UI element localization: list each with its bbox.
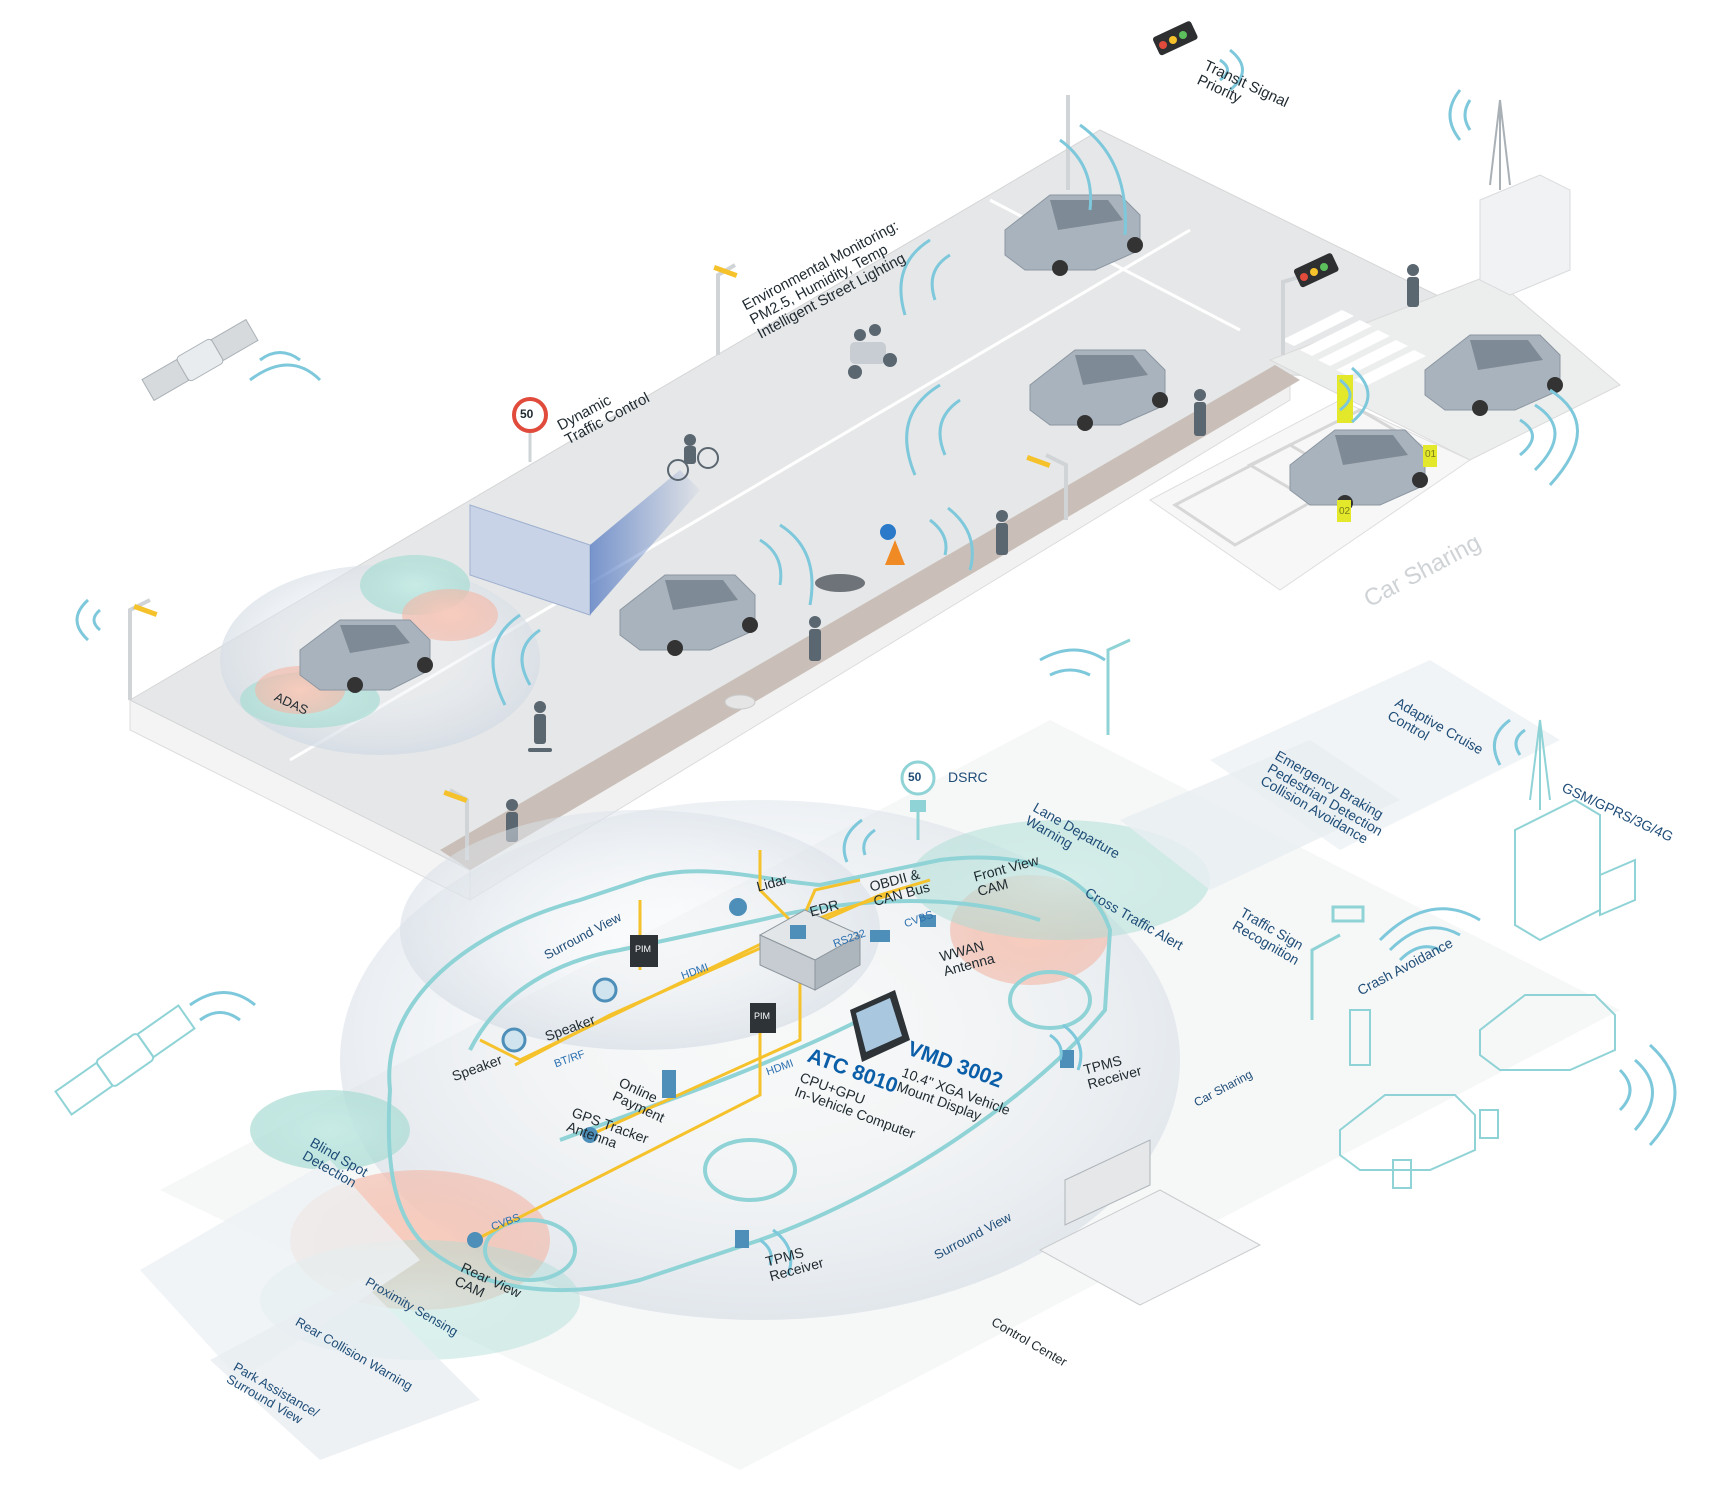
traffic-sign-pole xyxy=(1310,905,1365,1020)
blind-spot-zone xyxy=(250,1090,410,1170)
speed-limit-sign xyxy=(512,397,548,462)
cell-tower-outline xyxy=(1514,719,1636,942)
wireless-waves xyxy=(189,648,1677,1276)
parking-bay-01: 01 xyxy=(1425,449,1437,460)
vehicle-scene xyxy=(54,638,1636,1470)
car xyxy=(1004,194,1143,276)
traffic-light-icon xyxy=(1152,21,1198,56)
ev-charger-outline xyxy=(1349,1009,1499,1189)
dsrc-label: DSRC xyxy=(948,769,988,785)
ev-charger xyxy=(1423,445,1437,467)
dog xyxy=(724,694,756,710)
vmd-3002-display xyxy=(850,990,910,1062)
wireless-waves xyxy=(75,48,1579,706)
sensing-band xyxy=(1120,740,1400,890)
lane-line xyxy=(249,149,1051,621)
pim-unit xyxy=(750,1003,776,1033)
tpms-icon xyxy=(735,1230,749,1248)
obdii-icon xyxy=(870,930,890,942)
traffic-cone xyxy=(880,524,905,565)
pedestrian-with-walker xyxy=(1407,264,1419,307)
ev-charger xyxy=(1337,500,1351,522)
traffic-light-icon xyxy=(1293,253,1339,288)
sidewalk xyxy=(440,365,1300,870)
lidar-icon xyxy=(729,898,747,916)
control-center-icon xyxy=(1038,1139,1262,1306)
tpms-icon xyxy=(1060,1050,1074,1068)
dsrc-sign-value: 50 xyxy=(908,770,922,784)
gps-antenna-icon xyxy=(582,1127,598,1143)
street-scene xyxy=(128,21,1621,901)
shared-car-outline xyxy=(1339,994,1616,1171)
rear-cam-icon xyxy=(467,1232,483,1248)
cyclist xyxy=(667,434,719,481)
pedestrian xyxy=(809,616,821,661)
pedestrian xyxy=(996,510,1008,555)
online-payment-icon xyxy=(662,1070,676,1098)
street-lamp-outline xyxy=(1106,638,1131,735)
dsrc-sign xyxy=(900,760,936,840)
front-cam-icon xyxy=(920,915,936,927)
parking-bay-02: 02 xyxy=(1339,506,1351,517)
car xyxy=(619,574,758,656)
crosswalk xyxy=(1282,310,1426,386)
car xyxy=(299,619,433,693)
pothole xyxy=(815,574,865,592)
adas-zone-red xyxy=(402,589,498,641)
speed-sign-value: 50 xyxy=(520,407,534,421)
edr-icon xyxy=(790,925,806,939)
cell-tower-icon xyxy=(1479,99,1571,296)
lamp-head xyxy=(133,265,1051,803)
speaker-icon xyxy=(592,977,618,1003)
pim-label-2: PIM xyxy=(754,1011,771,1021)
pedestrian xyxy=(528,701,552,752)
car xyxy=(1029,349,1168,431)
scooter-riders xyxy=(848,324,897,379)
speaker-icon xyxy=(501,1027,527,1053)
satellite-icon xyxy=(54,1004,196,1116)
hud-beam xyxy=(590,470,700,615)
front-teal-zone xyxy=(910,820,1210,940)
car xyxy=(1424,334,1563,416)
pim-unit xyxy=(630,935,658,967)
sensing-band xyxy=(140,1160,420,1380)
atc-8010-device xyxy=(758,909,862,991)
pedestrian xyxy=(1194,389,1206,436)
satellite-icon xyxy=(141,318,259,402)
pim-label-1: PIM xyxy=(635,944,652,954)
sensing-band xyxy=(210,1280,480,1460)
